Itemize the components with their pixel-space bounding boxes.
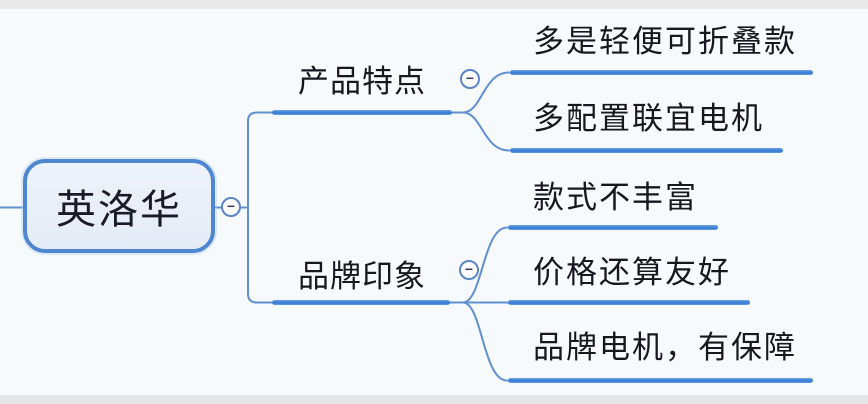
branch2-child3-curve (462, 301, 508, 382)
branch-collapse-button-product-features[interactable]: − (460, 69, 480, 89)
subtopic-underline-brand-motor-guarantee (508, 378, 813, 383)
branch-topic-brand-impression[interactable]: 品牌印象 (298, 259, 426, 294)
subtopic-friendly-price[interactable]: 价格还算友好 (533, 255, 731, 290)
branch-underline-brand-impression (272, 300, 450, 305)
root-topic-node[interactable]: 英洛华 (23, 159, 215, 253)
branch-collapse-button-brand-impression[interactable]: − (459, 260, 479, 280)
subtopic-lightweight-foldable[interactable]: 多是轻便可折叠款 (533, 24, 797, 59)
branch-bracket-line (247, 111, 274, 304)
root-collapse-button[interactable]: − (221, 197, 241, 217)
subtopic-underline-lianyi-motor (510, 148, 783, 153)
minus-icon: − (464, 261, 474, 277)
subtopic-lianyi-motor[interactable]: 多配置联宜电机 (533, 101, 764, 136)
bottom-window-edge (0, 395, 868, 404)
root-topic-label: 英洛华 (56, 188, 182, 232)
branch-underline-product-features (272, 110, 452, 115)
subtopic-brand-motor-guarantee[interactable]: 品牌电机，有保障 (533, 330, 797, 365)
branch-topic-product-features[interactable]: 产品特点 (298, 64, 426, 99)
branch1-child2-curve (462, 111, 510, 152)
subtopic-underline-lightweight-foldable (510, 70, 813, 75)
subtopic-underline-limited-styles (508, 225, 718, 230)
minus-icon: − (465, 70, 475, 86)
subtopic-underline-friendly-price (508, 300, 750, 305)
minus-icon: − (226, 198, 236, 214)
subtopic-limited-styles[interactable]: 款式不丰富 (533, 180, 698, 215)
top-window-edge (0, 0, 868, 9)
